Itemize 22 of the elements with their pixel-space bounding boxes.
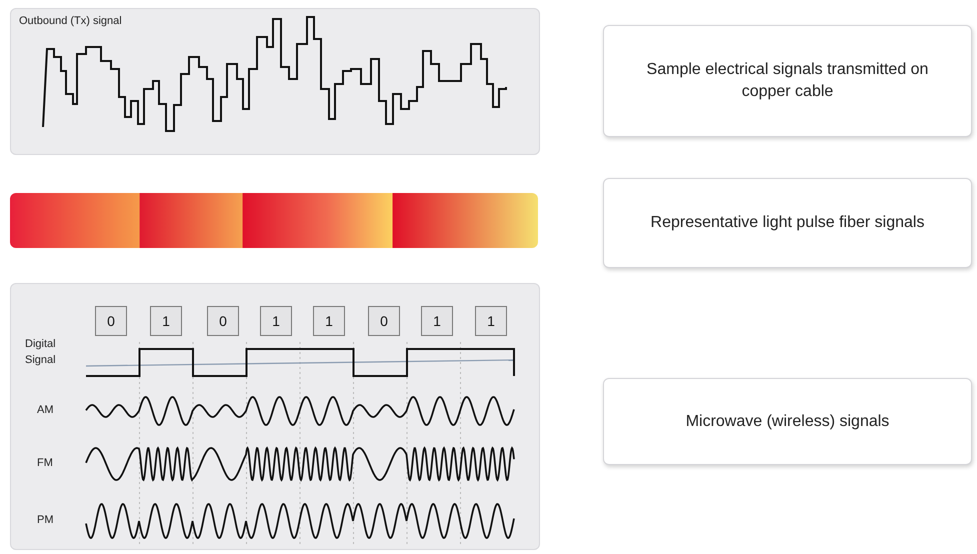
description-box xyxy=(603,378,972,465)
signal-panel xyxy=(10,283,540,550)
bit-box: 1 xyxy=(313,306,345,336)
signal-label: FM xyxy=(37,457,53,470)
signal-label: AM xyxy=(37,404,54,417)
description-box xyxy=(603,25,972,137)
bit-box: 0 xyxy=(368,306,400,336)
bit-box: 0 xyxy=(95,306,127,336)
signal-label: Digital Signal xyxy=(25,337,57,368)
description-text: Sample electrical signals transmitted on copper cable xyxy=(646,60,930,102)
bit-box: 1 xyxy=(150,306,182,336)
description-text: Microwave (wireless) signals xyxy=(684,412,890,432)
panel-caption: Outbound (Tx) signal xyxy=(19,15,122,28)
bit-box: 1 xyxy=(421,306,453,336)
bit-box: 0 xyxy=(207,306,239,336)
description-text: Representative light pulse fiber signals xyxy=(650,213,926,233)
description-box xyxy=(603,178,972,268)
light-pulse-bar xyxy=(10,193,538,248)
bit-box: 1 xyxy=(260,306,292,336)
signal-label: PM xyxy=(37,514,54,527)
signal-panel xyxy=(10,8,540,155)
bit-box: 1 xyxy=(475,306,507,336)
